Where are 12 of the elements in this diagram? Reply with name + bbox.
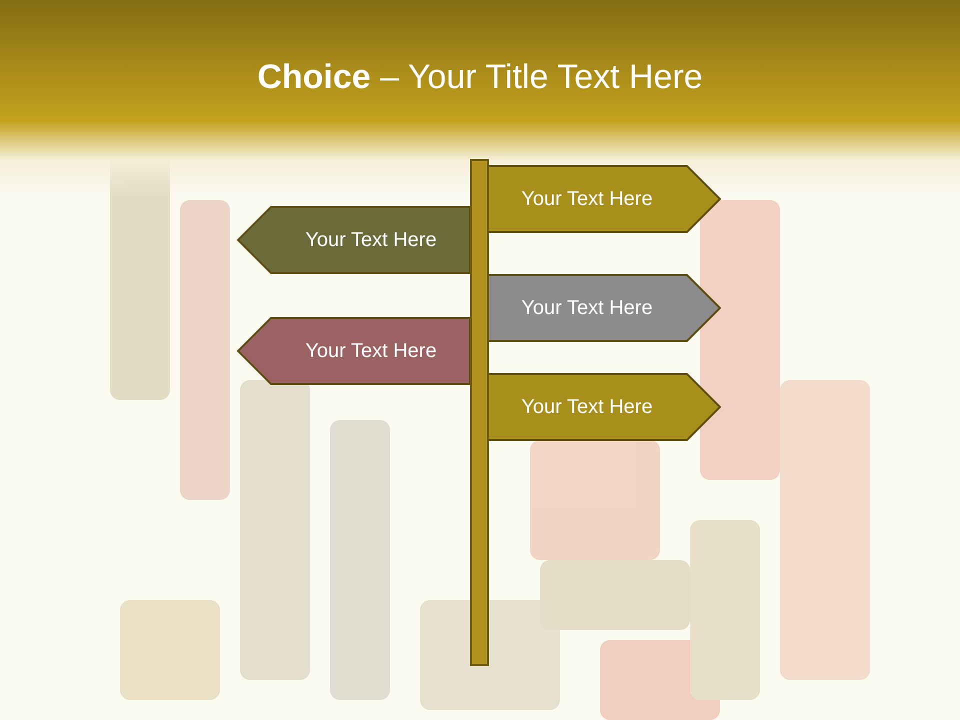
- title: Choice – Your Title Text Here: [257, 57, 703, 98]
- arrow-sign: [237, 206, 471, 274]
- arrow-sign: [237, 317, 471, 385]
- sign-text: Your Text Here: [305, 339, 437, 364]
- sign-text: Your Text Here: [521, 395, 653, 420]
- sign-text: Your Text Here: [305, 228, 437, 253]
- sign-text: Your Text Here: [521, 296, 653, 321]
- arrow-sign: [487, 165, 721, 233]
- arrow-sign: [487, 274, 721, 342]
- sign-text: Your Text Here: [521, 187, 653, 212]
- signpost-pole: [470, 159, 489, 666]
- arrow-sign: [487, 373, 721, 441]
